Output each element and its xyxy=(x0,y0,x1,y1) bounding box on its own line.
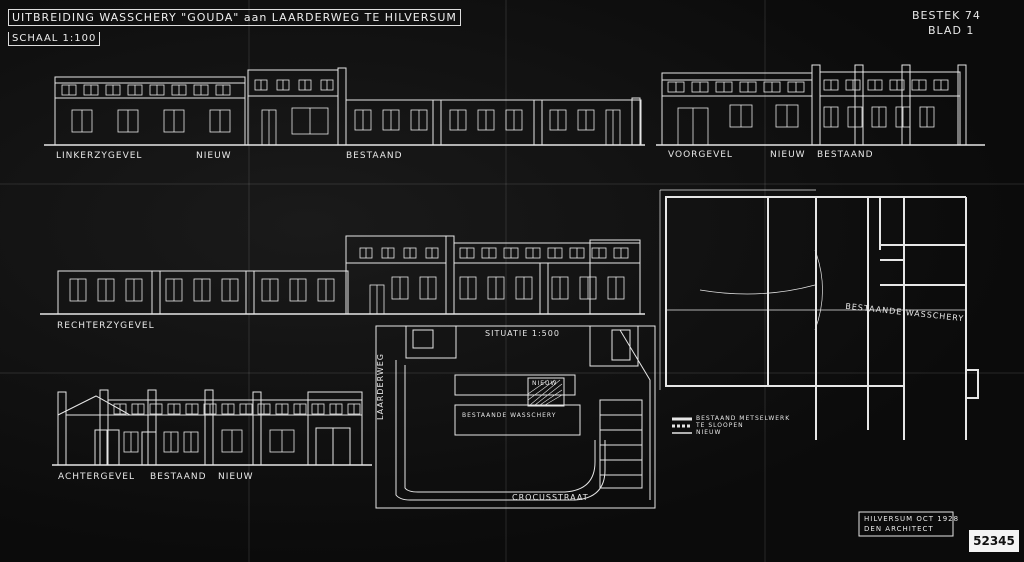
signature-line-2: DEN ARCHITECT xyxy=(864,525,934,533)
fold-line xyxy=(0,183,1024,185)
fold-line xyxy=(505,0,507,562)
site-plan-drawing xyxy=(375,325,656,509)
bestaand-label: BESTAAND xyxy=(346,151,403,161)
site-bestaande-wasschery-label: BESTAANDE WASSCHERY xyxy=(462,412,557,419)
signature-box-frame xyxy=(858,511,954,537)
signature-line-1: HILVERSUM OCT 1928 xyxy=(864,515,960,523)
site-hatch xyxy=(527,379,563,406)
laarderweg-label: LAARDERWEG xyxy=(376,353,385,420)
blad-label: BLAD 1 xyxy=(928,24,975,37)
fold-line xyxy=(764,0,766,562)
fold-line xyxy=(248,0,250,562)
floor-plan-drawing xyxy=(665,196,979,440)
voorgevel-label: VOORGEVEL xyxy=(668,150,733,160)
nieuw-label: NIEUW xyxy=(770,150,806,160)
bestek-label: BESTEK 74 xyxy=(912,9,981,22)
title-line-2: SCHAAL 1:100 xyxy=(8,32,101,46)
archive-stamp-number: 52345 xyxy=(969,530,1019,552)
nieuw-label: NIEUW xyxy=(196,151,232,161)
legend-swatches xyxy=(672,417,692,434)
title-line-1: UITBREIDING WASSCHERY "GOUDA" aan LAARDE… xyxy=(8,9,461,26)
fold-line xyxy=(0,372,1024,374)
achtergevel-elevation xyxy=(52,389,372,466)
rechterzijgevel-label: RECHTERZYGEVEL xyxy=(57,321,155,331)
voorgevel-elevation xyxy=(656,64,985,146)
legend-item-1: BESTAAND METSELWERK xyxy=(696,415,791,422)
site-plan-title: SITUATIE 1:500 xyxy=(485,329,560,338)
linkerzijgevel-label: LINKERZYGEVEL xyxy=(56,151,143,161)
legend-item-3: NIEUW xyxy=(696,429,722,436)
floor-plan-thin-lines xyxy=(659,189,966,390)
drawing-title: UITBREIDING WASSCHERY "GOUDA" aan LAARDE… xyxy=(8,9,461,46)
linkerzijgevel-elevation xyxy=(44,67,645,146)
site-nieuw-label: NIEUW xyxy=(532,380,558,387)
bestaand-label: BESTAAND xyxy=(817,150,874,160)
nieuw-label: NIEUW xyxy=(218,472,254,482)
achtergevel-label: ACHTERGEVEL xyxy=(58,472,136,482)
crocusstraat-label: CROCUSSTRAAT xyxy=(512,493,589,502)
legend-item-2: TE SLOOPEN xyxy=(696,422,744,429)
bestaand-label: BESTAAND xyxy=(150,472,207,482)
rechterzijgevel-elevation xyxy=(40,235,645,315)
